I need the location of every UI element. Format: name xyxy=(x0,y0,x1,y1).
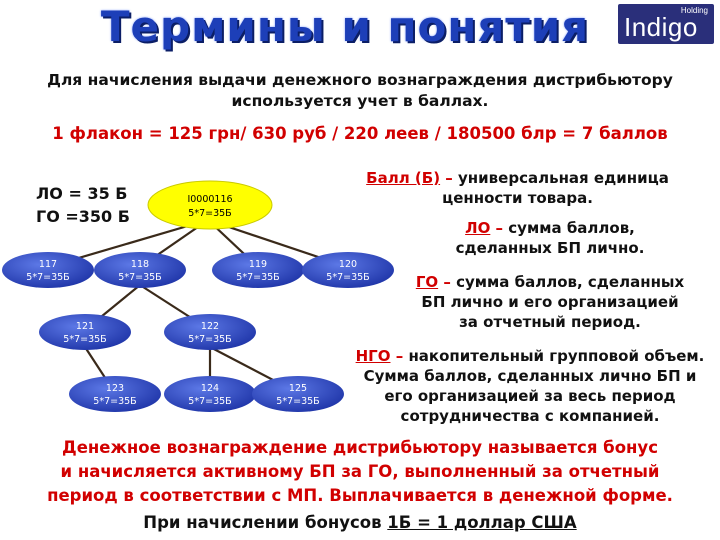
tree-node-122: 122 5*7=35Б xyxy=(164,314,256,350)
node-value: 5*7=35Б xyxy=(236,272,279,283)
bonus-rate-prefix: При начислении бонусов xyxy=(143,513,388,532)
definition-ngo-text-2: Сумма баллов, сделанных лично БП и xyxy=(363,367,697,385)
definition-go-text-2: БП лично и его организацией xyxy=(421,293,679,311)
tree-node-124: 124 5*7=35Б xyxy=(164,376,256,412)
root-node-value: 5*7=35Б xyxy=(188,208,231,219)
go-value: ГО =350 Б xyxy=(36,207,130,226)
node-value: 5*7=35Б xyxy=(188,334,231,345)
term-dash: – xyxy=(438,273,457,291)
intro-line-1: Для начисления выдачи денежного вознагра… xyxy=(47,71,673,89)
term-dash: – xyxy=(440,169,459,187)
node-id: 118 xyxy=(131,259,149,270)
definition-go-text: сумма баллов, сделанных xyxy=(456,273,685,291)
term-lo: ЛО xyxy=(465,219,491,237)
definition-ball-text: универсальная единица xyxy=(458,169,669,187)
term-dash: – xyxy=(390,347,409,365)
tree-node-123: 123 5*7=35Б xyxy=(69,376,161,412)
node-id: 119 xyxy=(249,259,267,270)
tree-node-121: 121 5*7=35Б xyxy=(39,314,131,350)
tree-node-118: 118 5*7=35Б xyxy=(94,252,186,288)
definition-ngo: НГО – накопительный групповой объем. Сум… xyxy=(340,346,720,426)
node-value: 5*7=35Б xyxy=(118,272,161,283)
definition-ngo-text-4: сотрудничества с компанией. xyxy=(400,407,660,425)
node-value: 5*7=35Б xyxy=(326,272,369,283)
root-node-id: I0000116 xyxy=(187,194,232,205)
company-logo: Holding Indigo xyxy=(618,4,714,44)
definition-go-text-3: за отчетный период. xyxy=(459,313,641,331)
bonus-description: Денежное вознаграждение дистрибьютору на… xyxy=(10,436,710,508)
intro-text: Для начисления выдачи денежного вознагра… xyxy=(10,70,710,112)
definition-lo: ЛО – сумма баллов, сделанных БП лично. xyxy=(400,218,700,258)
node-id: 122 xyxy=(201,321,219,332)
node-id: 117 xyxy=(39,259,57,270)
lo-value: ЛО = 35 Б xyxy=(36,184,128,203)
intro-line-2: используется учет в баллах. xyxy=(231,92,489,110)
definition-ngo-text-3: его организацией за весь период xyxy=(384,387,676,405)
page-title: Термины и понятия xyxy=(100,2,590,51)
node-id: 123 xyxy=(106,383,124,394)
node-value: 5*7=35Б xyxy=(188,396,231,407)
bonus-rate-line: При начислении бонусов 1Б = 1 доллар США xyxy=(10,513,710,532)
definition-ngo-text: накопительный групповой объем. xyxy=(408,347,705,365)
bonus-rate-value: 1Б = 1 доллар США xyxy=(387,513,577,532)
tree-root-node: I0000116 5*7=35Б xyxy=(147,180,273,230)
tree-connectors xyxy=(47,218,349,394)
lo-go-values: ЛО = 35 Б ГО =350 Б xyxy=(36,182,130,228)
term-ball: Балл (Б) xyxy=(366,169,441,187)
term-ngo: НГО xyxy=(355,347,391,365)
definition-lo-text-2: сделанных БП лично. xyxy=(455,239,645,257)
bonus-line-3: период в соответствии с МП. Выплачиваетс… xyxy=(47,486,673,505)
definition-go: ГО – сумма баллов, сделанных БП лично и … xyxy=(390,272,710,332)
logo-holding-text: Holding xyxy=(680,6,708,15)
node-id: 120 xyxy=(339,259,357,270)
term-dash: – xyxy=(490,219,509,237)
tree-node-117: 117 5*7=35Б xyxy=(2,252,94,288)
node-value: 5*7=35Б xyxy=(26,272,69,283)
bonus-line-1: Денежное вознаграждение дистрибьютору на… xyxy=(62,438,658,457)
bonus-line-2: и начисляется активному БП за ГО, выполн… xyxy=(60,462,660,481)
term-go: ГО xyxy=(415,273,439,291)
node-value: 5*7=35Б xyxy=(276,396,319,407)
definition-ball: Балл (Б) – универсальная единица ценност… xyxy=(340,168,695,208)
node-id: 125 xyxy=(289,383,307,394)
node-id: 121 xyxy=(76,321,94,332)
definition-ball-text-2: ценности товара. xyxy=(442,189,593,207)
tree-node-125: 125 5*7=35Б xyxy=(252,376,344,412)
node-value: 5*7=35Б xyxy=(63,334,106,345)
logo-brand-text: Indigo xyxy=(624,12,698,42)
points-equation: 1 флакон = 125 грн/ 630 руб / 220 леев /… xyxy=(52,124,668,143)
definition-lo-text: сумма баллов, xyxy=(508,219,635,237)
tree-node-119: 119 5*7=35Б xyxy=(212,252,304,288)
tree-node-120: 120 5*7=35Б xyxy=(302,252,394,288)
node-id: 124 xyxy=(201,383,219,394)
node-value: 5*7=35Б xyxy=(93,396,136,407)
